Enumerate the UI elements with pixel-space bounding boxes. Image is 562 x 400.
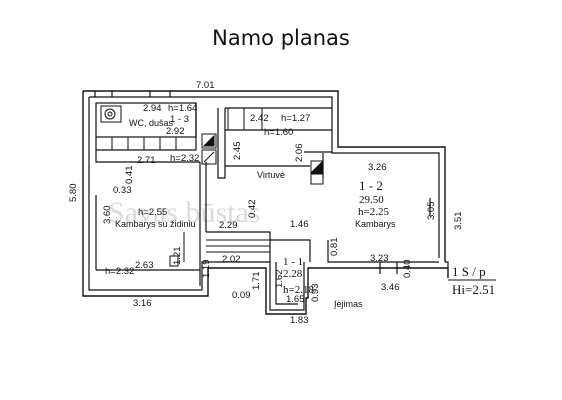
dim-165: 1.65 — [286, 294, 305, 305]
stairs — [111, 108, 270, 253]
outer-walls — [82, 90, 449, 315]
room-label-kambarys: Kambarys — [355, 219, 396, 229]
dim-183: 1.83 — [290, 315, 309, 326]
room-left-width: 2.71 — [137, 155, 156, 166]
wc-number: 1 - 3 — [170, 114, 189, 125]
dim-right-inner: 3.05 — [426, 202, 437, 221]
dim-171: 1.71 — [251, 272, 262, 291]
dim-wall-a: 0.33 — [113, 185, 132, 196]
entry-height: h=2.18 — [283, 284, 314, 296]
room-label-virtuve: Virtuvė — [257, 170, 285, 180]
entry-number: 1 - 1 — [283, 256, 303, 268]
floor-label: 1 S / p — [452, 264, 486, 279]
fireplace — [169, 232, 185, 267]
dim-wall-b: 0.41 — [124, 166, 135, 185]
kitchen-h1: h=1.27 — [281, 113, 310, 124]
kitchen-area: 2.42 — [250, 113, 269, 124]
dim-121: 1.21 — [172, 247, 183, 266]
dim-bottom-outer-left: 3.16 — [133, 298, 152, 309]
dim-bottom-left-height: h=2.32 — [105, 266, 134, 277]
dim-right-bottom-outer: 3.46 — [381, 282, 400, 293]
height-label: Hi=2.51 — [452, 282, 495, 297]
dim-top-total: 7.01 — [196, 80, 215, 91]
dim-bottom-left: 2.63 — [135, 260, 154, 271]
dim-162: 1.62 — [274, 270, 285, 289]
dim-040: 0.40 — [402, 260, 413, 279]
watermark: Savas būstas — [108, 196, 261, 229]
dim-009: 0.09 — [232, 290, 251, 301]
room-right-area: 29.50 — [359, 194, 384, 206]
kitchen-h2: h=1.60 — [264, 127, 293, 138]
page-title: Namo planas — [212, 26, 350, 50]
dim-229: 2.29 — [219, 220, 238, 231]
wc-area: 2.94 — [143, 103, 162, 114]
dim-right-outer: 3.51 — [453, 212, 464, 231]
wc-height: h=1.64 — [168, 103, 197, 114]
room-label-kambarys-su-zidiniu: Kambarys su židiniu — [115, 219, 196, 229]
room-left-height-2: h=2.55 — [138, 207, 167, 218]
kitchen-width: 2.06 — [294, 144, 305, 163]
kitchen-side: 2.45 — [232, 142, 243, 161]
dim-146: 1.46 — [290, 219, 309, 230]
dim-081: 0.81 — [329, 238, 340, 257]
room-right-height: h=2.25 — [358, 206, 389, 218]
dim-202: 2.02 — [222, 254, 241, 265]
dim-right-top: 3.26 — [368, 162, 387, 173]
dim-right-bottom-inner: 3.23 — [370, 253, 389, 264]
room-label-wc: WC, dušas — [129, 118, 174, 128]
wc-width: 2.92 — [166, 126, 185, 137]
dim-042: 0.42 — [247, 200, 258, 219]
room-right-number: 1 - 2 — [359, 178, 383, 193]
toilet-icon — [100, 105, 122, 123]
dim-left-total: 5.80 — [68, 184, 79, 203]
chimney — [201, 133, 324, 185]
room-label-iejimas: Įėjimas — [334, 299, 363, 309]
dim-119: 1.19 — [201, 260, 212, 279]
dim-left-inner: 3.60 — [102, 206, 113, 225]
dim-093: 0.93 — [310, 284, 321, 303]
room-left-height: h=2.32 — [170, 153, 199, 164]
entry-area: 2.28 — [283, 268, 303, 280]
